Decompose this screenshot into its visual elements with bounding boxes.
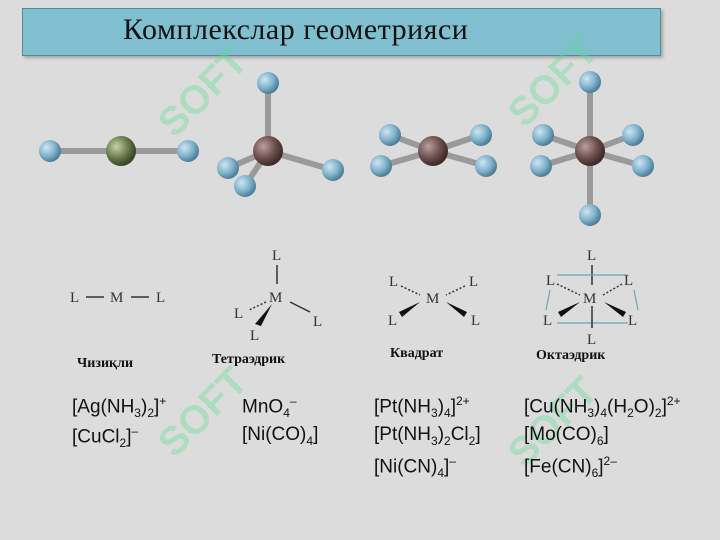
scheme-ligand: L xyxy=(587,332,596,348)
scheme-ligand: L xyxy=(587,248,596,264)
formula: [Pt(NH3)4]2+ xyxy=(374,394,470,421)
structural-schemes: L M L L M L L L L L M L L L L L xyxy=(70,248,639,348)
scheme-ligand: L xyxy=(543,313,552,329)
scheme-ligand: L xyxy=(234,306,243,322)
scheme-metal: M xyxy=(426,291,439,307)
scheme-ligand: L xyxy=(70,290,79,306)
scheme-ligand: L xyxy=(389,274,398,290)
tetrahedral-model xyxy=(217,72,344,197)
geometry-label-square: Квадрат xyxy=(390,346,444,361)
scheme-ligand: L xyxy=(272,248,281,264)
geometry-label-tetrahedral: Тетраэдрик xyxy=(212,352,286,367)
scheme-metal: M xyxy=(110,290,123,306)
tetrahedral-scheme: L M L L L xyxy=(234,248,322,344)
formula: [Fe(CN)6]2– xyxy=(524,454,617,481)
linear-scheme: L M L xyxy=(70,290,165,306)
page-title: Комплекслар геометрияси xyxy=(123,13,469,46)
octahedral-model xyxy=(530,71,654,226)
scheme-metal: M xyxy=(269,290,282,306)
octahedral-scheme: L L L M L L L xyxy=(543,248,639,348)
scheme-ligand: L xyxy=(628,313,637,329)
formula: [Mo(CO)6] xyxy=(524,424,609,448)
molecular-models xyxy=(39,71,654,226)
formula: [CuCl2]– xyxy=(72,424,139,451)
geometry-label-linear: Чизиқли xyxy=(77,356,134,371)
scheme-ligand: L xyxy=(471,313,480,329)
formula: [Pt(NH3)2Cl2] xyxy=(374,424,481,448)
scheme-ligand: L xyxy=(156,290,165,306)
formula: [Ag(NH3)2]+ xyxy=(72,394,167,421)
scheme-ligand: L xyxy=(388,313,397,329)
formula: [Ni(CN)4]– xyxy=(374,454,456,481)
scheme-ligand: L xyxy=(469,274,478,290)
formula: [Ni(CO)4] xyxy=(242,424,319,448)
scheme-metal: M xyxy=(583,291,596,307)
square-model xyxy=(370,124,497,177)
scheme-ligand: L xyxy=(624,273,633,289)
scheme-ligand: L xyxy=(546,273,555,289)
scheme-ligand: L xyxy=(313,314,322,330)
formula: MnO4– xyxy=(242,394,297,421)
scheme-ligand: L xyxy=(250,328,259,344)
geometry-label-octahedral: Октаэдрик xyxy=(536,348,606,363)
title-bar: Комплекслар геометрияси xyxy=(22,8,661,56)
formula: [Cu(NH3)4(H2O)2]2+ xyxy=(524,394,681,421)
linear-model xyxy=(39,136,199,166)
square-scheme: L L M L L xyxy=(388,274,480,329)
